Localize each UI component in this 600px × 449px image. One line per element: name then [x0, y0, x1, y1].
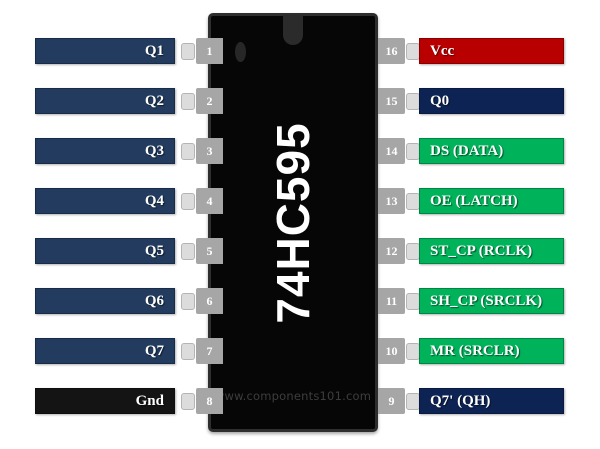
pin-number: 8: [196, 388, 223, 414]
pin-number: 5: [196, 238, 223, 264]
pin-label-bar[interactable]: SH_CP (SRCLK): [419, 288, 564, 314]
pin-lead-icon: [181, 292, 195, 310]
pin-label-bar[interactable]: Q0: [419, 88, 564, 114]
chip-notch-icon: [283, 15, 303, 45]
pin-label-bar[interactable]: Q7' (QH): [419, 388, 564, 414]
pin-label-text: Q7: [144, 342, 164, 359]
pin-label-text: Q1: [144, 42, 164, 59]
ic-package-body: 74HC595 www.components101.com: [208, 13, 378, 432]
pin-lead-icon: [406, 242, 420, 260]
pin-lead-icon: [181, 242, 195, 260]
pin-number: 10: [378, 338, 405, 364]
pin-16[interactable]: 16: [378, 38, 420, 64]
pin-label-text: MR (SRCLR): [430, 342, 520, 359]
pin-11[interactable]: 11: [378, 288, 420, 314]
pin-label-bar[interactable]: Q7: [35, 338, 175, 364]
pin-7[interactable]: 7: [181, 338, 223, 364]
pin-label-text: Q3: [144, 142, 164, 159]
pin-10[interactable]: 10: [378, 338, 420, 364]
pin-number: 6: [196, 288, 223, 314]
pin-label-text: Q4: [144, 192, 164, 209]
pin-lead-icon: [406, 142, 420, 160]
pin-number: 2: [196, 88, 223, 114]
pin-label-text: SH_CP (SRCLK): [430, 292, 543, 309]
pin-3[interactable]: 3: [181, 138, 223, 164]
pin-number: 14: [378, 138, 405, 164]
pin-number: 3: [196, 138, 223, 164]
pin-13[interactable]: 13: [378, 188, 420, 214]
pin-5[interactable]: 5: [181, 238, 223, 264]
pin-8[interactable]: 8: [181, 388, 223, 414]
pin-label-bar[interactable]: Q5: [35, 238, 175, 264]
pin-label-bar[interactable]: MR (SRCLR): [419, 338, 564, 364]
pin-lead-icon: [181, 192, 195, 210]
pin-4[interactable]: 4: [181, 188, 223, 214]
pin-lead-icon: [181, 142, 195, 160]
pin-label-bar[interactable]: Q3: [35, 138, 175, 164]
pin-lead-icon: [406, 342, 420, 360]
pin-number: 15: [378, 88, 405, 114]
pin-number: 16: [378, 38, 405, 64]
pin-label-text: OE (LATCH): [430, 192, 518, 209]
pin-label-bar[interactable]: Q4: [35, 188, 175, 214]
watermark-text: www.components101.com: [214, 389, 372, 403]
pin-15[interactable]: 15: [378, 88, 420, 114]
pin-label-bar[interactable]: Q2: [35, 88, 175, 114]
pin-label-text: Q7' (QH): [430, 392, 491, 409]
pin-label-text: Gnd: [135, 392, 164, 409]
pin-number: 12: [378, 238, 405, 264]
chip-part-number: 74HC595: [267, 121, 319, 324]
pin-number: 7: [196, 338, 223, 364]
pin-number: 1: [196, 38, 223, 64]
pin1-dot-icon: [235, 42, 246, 62]
pin-label-bar[interactable]: Gnd: [35, 388, 175, 414]
pin-label-text: Q2: [144, 92, 164, 109]
pin-lead-icon: [406, 292, 420, 310]
pin-label-bar[interactable]: Q1: [35, 38, 175, 64]
pin-number: 4: [196, 188, 223, 214]
pin-label-text: DS (DATA): [430, 142, 504, 159]
pin-number: 9: [378, 388, 405, 414]
pin-label-text: Q5: [144, 242, 164, 259]
pin-9[interactable]: 9: [378, 388, 420, 414]
pin-label-bar[interactable]: OE (LATCH): [419, 188, 564, 214]
pin-label-bar[interactable]: ST_CP (RCLK): [419, 238, 564, 264]
pin-lead-icon: [406, 392, 420, 410]
pin-lead-icon: [406, 92, 420, 110]
pin-label-text: Q0: [430, 92, 450, 109]
pin-number: 13: [378, 188, 405, 214]
pin-lead-icon: [181, 392, 195, 410]
pin-label-text: Q6: [144, 292, 164, 309]
pin-14[interactable]: 14: [378, 138, 420, 164]
pin-label-bar[interactable]: Q6: [35, 288, 175, 314]
pin-label-text: Vcc: [430, 42, 455, 59]
pin-lead-icon: [181, 92, 195, 110]
pin-label-bar[interactable]: DS (DATA): [419, 138, 564, 164]
pin-lead-icon: [181, 342, 195, 360]
pin-label-bar[interactable]: Vcc: [419, 38, 564, 64]
pin-1[interactable]: 1: [181, 38, 223, 64]
pin-2[interactable]: 2: [181, 88, 223, 114]
pin-6[interactable]: 6: [181, 288, 223, 314]
pin-12[interactable]: 12: [378, 238, 420, 264]
pin-label-text: ST_CP (RCLK): [430, 242, 533, 259]
pin-lead-icon: [181, 42, 195, 60]
pin-lead-icon: [406, 192, 420, 210]
pin-number: 11: [378, 288, 405, 314]
pin-lead-icon: [406, 42, 420, 60]
